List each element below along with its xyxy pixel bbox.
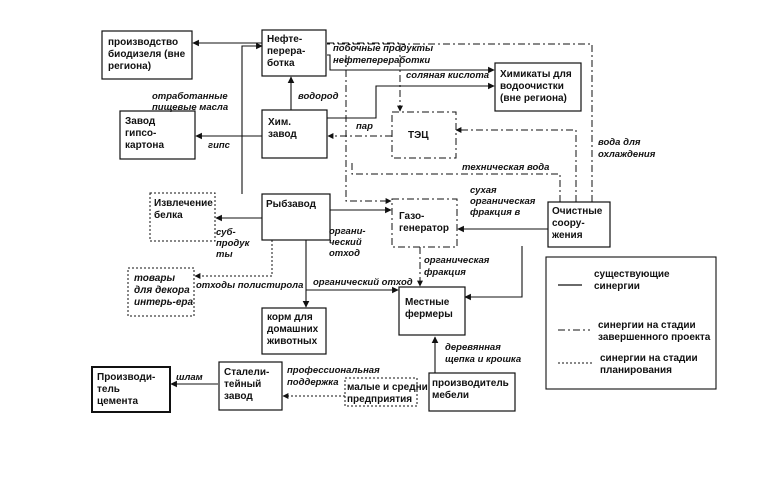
arrow-fish-refinery	[241, 42, 263, 194]
box-fish	[261, 193, 331, 241]
label-organic-waste-h: органический отход	[313, 277, 413, 288]
label-subproducts: суб- продук ты	[216, 227, 252, 260]
box-refinery-text: Нефте- перера- ботка	[267, 33, 308, 69]
connectors-completed	[327, 42, 593, 287]
box-treatment	[547, 201, 611, 248]
label-tech-water: техническая вода	[462, 162, 549, 173]
box-cement-text: Производи- тель цемента	[97, 372, 158, 407]
box-tec	[391, 111, 457, 159]
box-gypsum	[119, 110, 196, 160]
box-chem-plant-text: Хим. завод	[268, 117, 297, 140]
legend-existing-text: существующие синергии	[594, 269, 672, 292]
label-organic-waste-v: органи- ческий отход	[329, 226, 368, 259]
label-byproducts: побочные продукты нефтепереработки	[333, 43, 436, 66]
box-furniture-text: производитель мебели	[432, 378, 512, 401]
arrow-treatment-chem	[351, 160, 561, 202]
boxes: производство биодизеля (вне региона) Неф…	[91, 29, 611, 413]
arrow-fish-decor	[194, 240, 273, 279]
arrow-refinery-chemicals	[327, 54, 495, 74]
box-furniture	[428, 372, 516, 412]
label-hydrogen: водород	[298, 91, 339, 102]
box-biodiesel	[101, 30, 193, 80]
box-gasifier	[391, 198, 458, 248]
box-tec-text: ТЭЦ	[408, 130, 429, 141]
arrow-treatment-refinery	[327, 43, 593, 202]
arrow-treatment-tec	[455, 127, 577, 202]
arrow-chem-chemicals	[327, 82, 495, 119]
box-gypsum-text: Завод гипсо- картона	[125, 116, 164, 151]
legend: существующие синергии синергии на стадии…	[545, 256, 717, 390]
box-cement	[91, 366, 171, 413]
box-farmers	[398, 286, 466, 336]
box-decor	[127, 267, 195, 317]
box-refinery	[261, 29, 327, 77]
label-dry-fraction: сухая органическая фракция в	[470, 185, 538, 218]
label-polystyrene: отходы полистирола	[196, 280, 303, 291]
box-protein	[149, 192, 216, 242]
label-steam: пар	[356, 121, 373, 132]
label-hcl: соляная кислота	[406, 70, 489, 81]
connectors	[170, 39, 548, 388]
legend-planning-text: синергии на стадии планирования	[600, 353, 700, 376]
box-protein-text: Извлечение белка	[154, 198, 216, 221]
label-cooling-water: вода для охлаждения	[598, 137, 656, 160]
box-sme-text: малые и средни предприятия	[347, 382, 431, 405]
box-fish-text: Рыбзавод	[266, 198, 317, 210]
box-feed	[261, 307, 327, 355]
box-chemicals-text: Химикаты для водоочистки (вне региона)	[500, 69, 574, 104]
box-decor-text: товары для декора интерь-ера	[134, 273, 194, 308]
label-prof-support: профессиональная поддержка	[287, 365, 382, 388]
label-gypsum: гипс	[208, 140, 231, 151]
flow-labels: побочные продукты нефтепереработки солян…	[152, 43, 656, 388]
label-slag: шлам	[176, 372, 203, 383]
legend-box	[545, 256, 717, 390]
legend-completed-text: синергии на стадии завершенного проекта	[598, 320, 711, 343]
arrow-treatment-farmers	[464, 246, 523, 301]
label-used-oil: отработанные пищевые масла	[152, 91, 230, 113]
box-steel	[218, 361, 283, 411]
box-treatment-text: Очистные соору- жения	[551, 206, 605, 241]
box-chem-plant	[261, 109, 328, 159]
box-biodiesel-text: производство биодизеля (вне региона)	[108, 37, 188, 72]
connectors-planning	[194, 240, 345, 399]
label-wood-chips: деревянная щепка и крошка	[445, 342, 521, 365]
label-organic-fraction: органическая фракция	[424, 255, 492, 278]
arrow-refinery-gasifier	[345, 55, 392, 204]
box-gasifier-text: Газо- генератор	[399, 211, 449, 234]
box-sme	[344, 377, 418, 407]
box-farmers-text: Местные фермеры	[405, 297, 453, 320]
box-feed-text: корм для домашних животных	[266, 312, 321, 347]
box-chemicals	[494, 62, 582, 112]
box-steel-text: Сталели- тейный завод	[224, 367, 272, 402]
